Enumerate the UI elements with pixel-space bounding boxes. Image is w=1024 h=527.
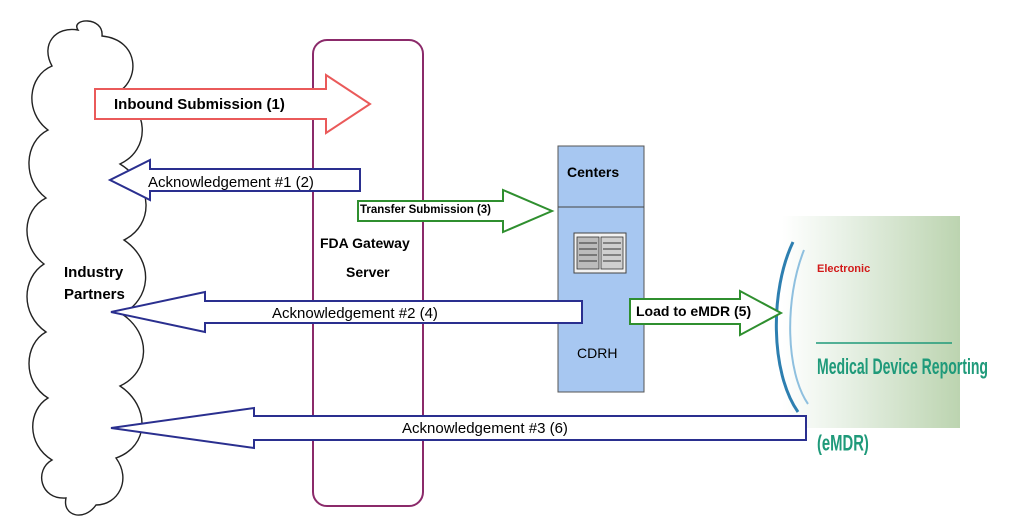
emdr-title-label: Medical Device Reporting — [817, 354, 988, 379]
acknowledgement-2-label: Acknowledgement #2 (4) — [272, 305, 438, 322]
acknowledgement-1-label: Acknowledgement #1 (2) — [148, 174, 314, 191]
fda-gateway-label-line1: FDA Gateway — [320, 235, 410, 251]
emdr-acronym-label: (eMDR) — [817, 432, 869, 457]
acknowledgement-3-label: Acknowledgement #3 (6) — [402, 420, 568, 437]
load-to-emdr-arrow — [629, 289, 784, 337]
load-to-emdr-label: Load to eMDR (5) — [636, 303, 751, 319]
acknowledgement-3-arrow — [110, 406, 807, 450]
server-rack-icon — [573, 232, 627, 274]
fda-gateway-label-line2: Server — [346, 264, 390, 280]
inbound-submission-arrow — [94, 73, 372, 135]
emdr-panel — [774, 216, 960, 428]
transfer-submission-arrow — [357, 188, 555, 234]
acknowledgement-2-arrow — [110, 290, 583, 334]
cdrh-label: CDRH — [577, 345, 617, 361]
industry-partners-label-line1: Industry — [64, 264, 124, 281]
fda-gateway-server-box — [312, 39, 424, 507]
acknowledgement-1-arrow — [107, 158, 361, 202]
inbound-submission-label: Inbound Submission (1) — [114, 96, 285, 113]
transfer-submission-label: Transfer Submission (3) — [360, 204, 491, 216]
centers-header-label: Centers — [567, 164, 619, 180]
industry-partners-label-line2: Partners — [64, 286, 125, 303]
industry-partners-cloud — [26, 20, 147, 516]
emdr-electronic-label: Electronic — [817, 263, 870, 275]
